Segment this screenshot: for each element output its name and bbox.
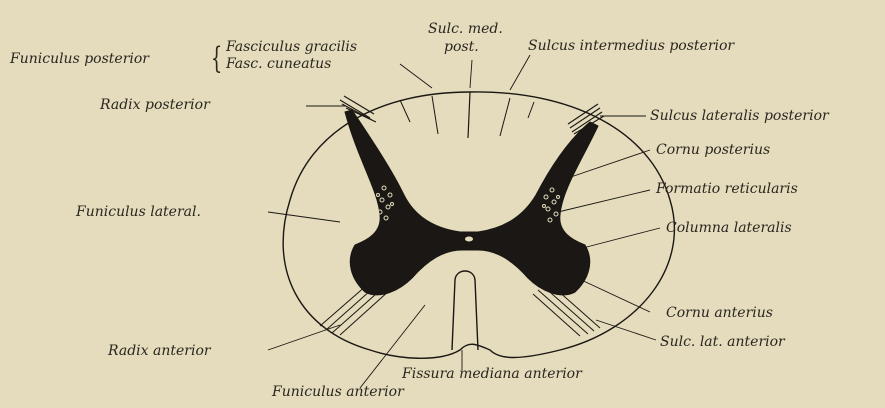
posterior-median-sulcus <box>468 92 470 138</box>
label-fasciculus-gracilis: Fasciculus gracilis <box>226 40 357 54</box>
label-funiculus-lateral: Funiculus lateral. <box>76 205 201 219</box>
label-fasc-cuneatus: Fasc. cuneatus <box>226 57 331 71</box>
label-radix-posterior: Radix posterior <box>100 98 210 112</box>
label-sulc-med-line2: post. <box>444 40 479 54</box>
label-formatio-reticularis: Formatio reticularis <box>656 182 798 196</box>
label-funiculus-posterior: Funiculus posterior <box>10 52 149 66</box>
intermediate-sulcus-left <box>432 96 438 134</box>
central-canal <box>465 237 473 242</box>
label-sulcus-intermedius-posterior: Sulcus intermedius posterior <box>528 39 734 53</box>
label-sulcus-lateralis-posterior: Sulcus lateralis posterior <box>650 109 829 123</box>
label-cornu-anterius: Cornu anterius <box>666 306 773 320</box>
label-funiculus-anterior: Funiculus anterior <box>272 385 404 399</box>
label-fissura-mediana-anterior: Fissura mediana anterior <box>402 367 582 381</box>
grey-matter <box>345 110 598 295</box>
septum-right <box>528 102 534 118</box>
label-columna-lateralis: Columna lateralis <box>666 221 792 235</box>
brace-symbol: { <box>211 44 222 74</box>
intermediate-sulcus-right <box>500 98 510 136</box>
label-sulc-med-line1: Sulc. med. <box>428 22 503 36</box>
cord-outline <box>283 92 674 358</box>
septum-left <box>400 100 410 122</box>
label-cornu-posterius: Cornu posterius <box>656 143 770 157</box>
anterior-median-fissure <box>452 271 478 350</box>
label-sulc-lat-anterior: Sulc. lat. anterior <box>660 335 785 349</box>
leader-lines <box>268 55 660 388</box>
label-radix-anterior: Radix anterior <box>108 344 211 358</box>
